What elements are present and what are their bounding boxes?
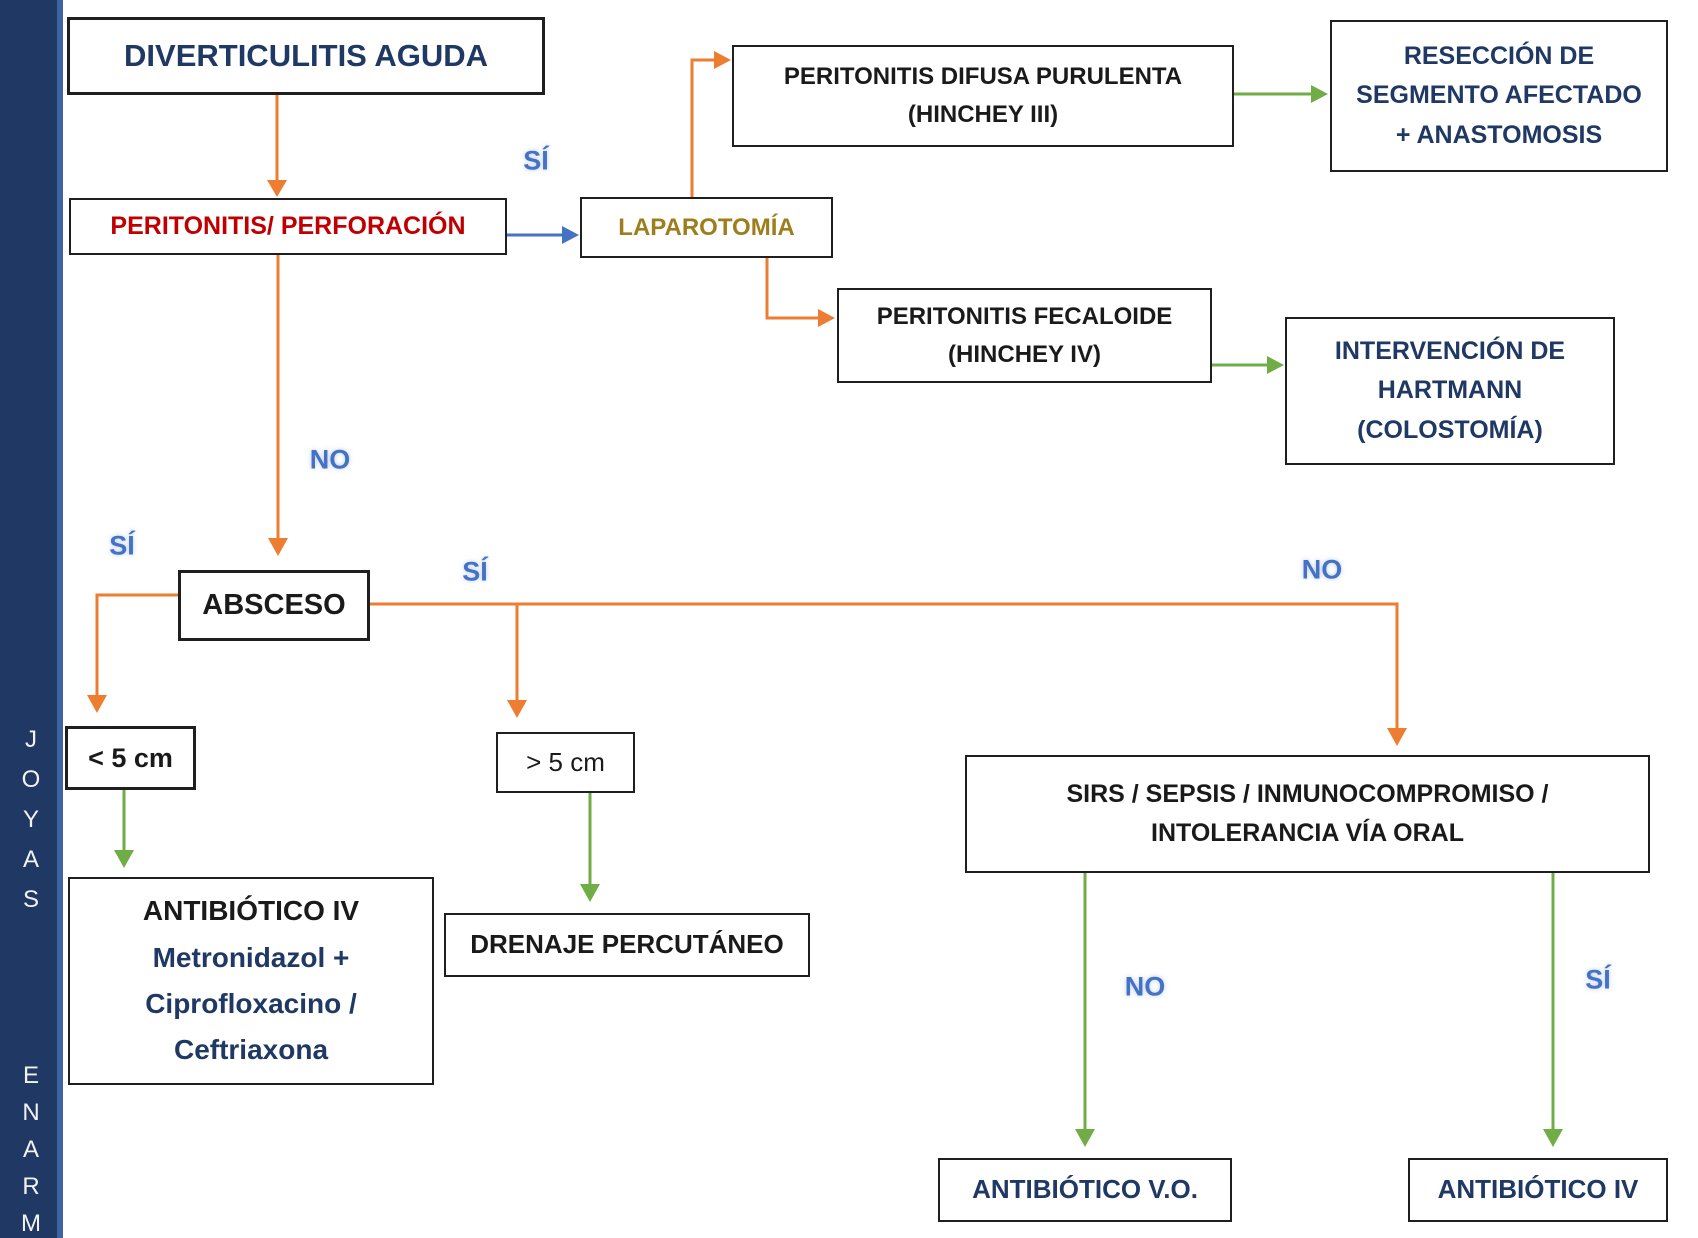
arrow-sirs-to-antibiotico-iv xyxy=(1543,873,1563,1147)
node-label: SIRS / SEPSIS / INMUNOCOMPROMISO / INTOL… xyxy=(1066,779,1549,848)
arrow-laparotomia-to-hinchey3 xyxy=(690,51,731,197)
edge-label-si-absceso-left: SÍ xyxy=(109,530,135,561)
watermark-letter: N xyxy=(22,1098,40,1126)
node-label: RESECCIÓN DE SEGMENTO AFECTADO + ANASTOM… xyxy=(1356,41,1642,149)
node-laparotomia: LAPAROTOMÍA xyxy=(580,197,833,258)
connector-absceso-right xyxy=(370,602,1407,746)
arrow-hinchey3-to-reseccion xyxy=(1234,85,1328,103)
node-label: > 5 cm xyxy=(526,746,605,777)
node-label: < 5 cm xyxy=(88,742,173,773)
watermark-enarm: E N A R M xyxy=(0,1057,62,1238)
node-label: PERITONITIS/ PERFORACIÓN xyxy=(110,211,466,240)
arrow-absceso-to-menor5 xyxy=(87,593,178,713)
arrow-menor5-to-antibiotico-iv xyxy=(114,790,134,868)
arrow-title-to-peritonitis xyxy=(267,95,287,197)
arrow-hinchey4-to-hartmann xyxy=(1212,356,1284,374)
node-intervencion-hartmann: INTERVENCIÓN DE HARTMANN (COLOSTOMÍA) xyxy=(1285,317,1615,465)
node-peritonitis-difusa-hinchey3: PERITONITIS DIFUSA PURULENTA (HINCHEY II… xyxy=(732,45,1234,147)
arrow-laparotomia-to-hinchey4 xyxy=(765,258,835,327)
watermark-letter: R xyxy=(22,1172,40,1200)
watermark-joyas: J O Y A S xyxy=(0,720,62,920)
node-label: ANTIBIÓTICO V.O. xyxy=(972,1174,1198,1205)
arrow-mayor5-to-drenaje xyxy=(580,793,600,902)
watermark-letter: E xyxy=(22,1061,39,1089)
node-diverticulitis-aguda: DIVERTICULITIS AGUDA xyxy=(67,17,545,95)
watermark-letter: A xyxy=(22,1135,39,1163)
node-label: INTERVENCIÓN DE HARTMANN (COLOSTOMÍA) xyxy=(1334,336,1566,444)
edge-label-si-top: SÍ xyxy=(523,145,549,176)
node-label-drugs: Metronidazol + Ciprofloxacino / Ceftriax… xyxy=(145,941,357,1066)
watermark-letter: S xyxy=(22,886,39,913)
node-sirs-sepsis: SIRS / SEPSIS / INMUNOCOMPROMISO / INTOL… xyxy=(965,755,1650,873)
arrow-sirs-to-antibiotico-vo xyxy=(1075,873,1095,1147)
node-label: DIVERTICULITIS AGUDA xyxy=(124,37,488,73)
node-label: DRENAJE PERCUTÁNEO xyxy=(470,929,784,960)
node-label: ANTIBIÓTICO IV xyxy=(1437,1174,1639,1205)
node-label-title: ANTIBIÓTICO IV xyxy=(142,895,360,927)
edge-label-si-sirs: SÍ xyxy=(1585,964,1611,995)
watermark-letter: M xyxy=(21,1209,41,1237)
edge-label-si-absceso-right: SÍ xyxy=(462,556,488,587)
node-mayor-5cm: > 5 cm xyxy=(496,732,635,793)
node-antibiotico-vo: ANTIBIÓTICO V.O. xyxy=(938,1158,1232,1222)
node-drenaje-percutaneo: DRENAJE PERCUTÁNEO xyxy=(444,913,810,977)
watermark-letter: Y xyxy=(22,806,39,833)
node-menor-5cm: < 5 cm xyxy=(65,726,196,790)
node-reseccion-anastomosis: RESECCIÓN DE SEGMENTO AFECTADO + ANASTOM… xyxy=(1330,20,1668,172)
edge-label-no-sirs: NO xyxy=(1124,971,1166,1002)
watermark-letter: J xyxy=(25,726,37,753)
sidebar-rail xyxy=(0,0,57,1238)
node-antibiotico-iv-final: ANTIBIÓTICO IV xyxy=(1408,1158,1668,1222)
edge-label-no-absceso-right: NO xyxy=(1301,554,1343,585)
node-label: LAPAROTOMÍA xyxy=(618,213,795,241)
watermark-letter: A xyxy=(22,846,39,873)
watermark-letter: O xyxy=(21,766,41,793)
node-label: PERITONITIS DIFUSA PURULENTA (HINCHEY II… xyxy=(783,63,1183,128)
node-peritonitis-perforacion: PERITONITIS/ PERFORACIÓN xyxy=(69,198,507,255)
edge-label-no-main: NO xyxy=(309,444,351,475)
node-label: PERITONITIS FECALOIDE (HINCHEY IV) xyxy=(876,302,1173,368)
node-label: ABSCESO xyxy=(202,588,346,621)
node-absceso: ABSCESO xyxy=(178,570,370,641)
sidebar-rail-edge xyxy=(57,0,63,1238)
node-peritonitis-fecaloide-hinchey4: PERITONITIS FECALOIDE (HINCHEY IV) xyxy=(837,288,1212,383)
arrow-peritonitis-to-laparotomia xyxy=(507,226,579,244)
arrow-peritonitis-to-absceso xyxy=(268,255,288,556)
node-antibiotico-iv-absceso: ANTIBIÓTICO IV Metronidazol + Ciprofloxa… xyxy=(68,877,434,1085)
